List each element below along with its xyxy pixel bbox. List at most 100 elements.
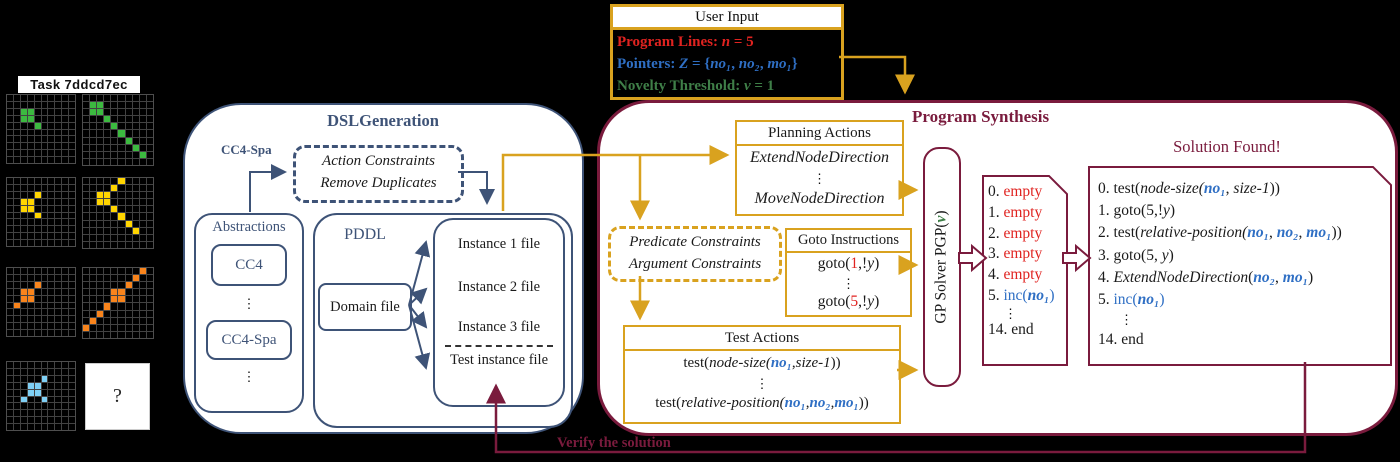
grid-cell (62, 178, 69, 184)
grid-cell (97, 317, 104, 324)
grid-cell (69, 101, 75, 108)
grid-cell (62, 417, 69, 424)
grid-cell (7, 184, 13, 191)
grid-cell (111, 151, 118, 158)
grid-cell (118, 227, 125, 234)
grid-cell (27, 129, 34, 136)
grid-cell (13, 157, 20, 163)
grid-cell (48, 295, 55, 302)
draft-line-2: 2. empty (988, 224, 1043, 242)
grid-cell (55, 233, 62, 240)
grid-cell (27, 417, 34, 424)
grid-cell (90, 151, 97, 158)
grid-cell (83, 227, 90, 234)
grid-cell (20, 417, 27, 424)
grid-cell (13, 424, 20, 430)
grid-cell (27, 240, 34, 246)
grid-cell (132, 102, 139, 109)
grid-cell (139, 324, 146, 331)
grid-cell (7, 115, 13, 122)
grid-cell (20, 410, 27, 417)
grid-cell (111, 324, 118, 331)
grid-cell (62, 403, 69, 410)
grid-cell (111, 241, 118, 248)
grid-cell (7, 157, 13, 163)
draft-line-0: 0. empty (988, 183, 1043, 200)
grid-cell (48, 108, 55, 115)
grid-cell (34, 375, 41, 382)
grid-cell (34, 122, 41, 129)
grid-cell (55, 288, 62, 295)
grid-cell (118, 95, 125, 102)
solution-line-1: 1. goto(5,!y) (1098, 202, 1176, 220)
grid-cell (69, 191, 75, 198)
grid-cell (62, 362, 69, 368)
grid-cell (13, 115, 20, 122)
grid-cell (27, 288, 34, 295)
grid-cell (7, 178, 13, 184)
user-input-program-lines: Program Lines: n = 5 (617, 34, 754, 50)
grid-cell (62, 101, 69, 108)
grid-cell (132, 241, 139, 248)
grid-cell (97, 213, 104, 220)
grid-cell (90, 296, 97, 303)
grid-cell (34, 108, 41, 115)
grid-cell (20, 302, 27, 309)
grid-cell (7, 309, 13, 316)
grid-cell (69, 316, 75, 323)
grid-cell (7, 108, 13, 115)
grid-cell (132, 289, 139, 296)
grid-cell (125, 324, 132, 331)
grid-cell (125, 282, 132, 289)
test-instance-file: Test instance file (449, 352, 549, 368)
grid-cell (104, 144, 111, 151)
grid-cell (104, 234, 111, 241)
grid-cell (13, 295, 20, 302)
grid-cell (27, 403, 34, 410)
grid-cell (69, 382, 75, 389)
grid-cell (90, 185, 97, 192)
grid-cell (20, 295, 27, 302)
grid-cell (13, 205, 20, 212)
grid-cell (139, 116, 146, 123)
grid-cell (83, 192, 90, 199)
grid-cell (125, 206, 132, 213)
grid-cell (139, 303, 146, 310)
grid-cell (104, 192, 111, 199)
grid-cell (20, 403, 27, 410)
grid-cell (41, 375, 48, 382)
grid-cell (41, 417, 48, 424)
grid-cell (55, 389, 62, 396)
grid-cell (118, 109, 125, 116)
grid-cell (139, 220, 146, 227)
grid-cell (55, 212, 62, 219)
grid-cell (111, 130, 118, 137)
grid-cell (132, 109, 139, 116)
grid-cell (62, 143, 69, 150)
grid-cell (62, 309, 69, 316)
solution-line-4: 4. ExtendNodeDirection(no₂, mo₁) (1098, 268, 1314, 286)
goto-instructions-box: Goto Instructions goto(1,!y) ⋮ goto(5,!y… (785, 228, 912, 317)
grid-cell (97, 227, 104, 234)
domain-file-box: Domain file (318, 283, 412, 331)
grid-cell (13, 375, 20, 382)
grid-cell (20, 115, 27, 122)
grid-cell (146, 144, 153, 151)
grid-cell (55, 295, 62, 302)
grid-cell (41, 150, 48, 157)
grid-cell (13, 302, 20, 309)
grid-cell (69, 150, 75, 157)
grid-cell (7, 424, 13, 430)
grid-cell (41, 205, 48, 212)
grid-cell (13, 389, 20, 396)
grid-cell (111, 275, 118, 282)
grid-cell (62, 240, 69, 246)
grid-cell (34, 316, 41, 323)
grid-cell (55, 396, 62, 403)
grid-cell (34, 362, 41, 368)
grid-cell (132, 130, 139, 137)
grid-cell (7, 417, 13, 424)
grid-cell (13, 108, 20, 115)
goto-instructions-header: Goto Instructions (787, 230, 910, 253)
grid-cell (34, 424, 41, 430)
